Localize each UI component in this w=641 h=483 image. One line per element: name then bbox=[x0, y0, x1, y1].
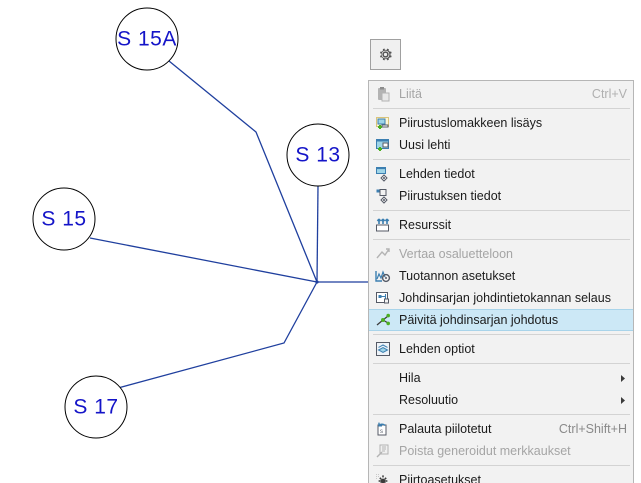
update-harness-wiring-icon bbox=[373, 311, 393, 329]
menu-item-label: Tuotannon asetukset bbox=[399, 269, 516, 283]
menu-item-vertaa-osaluetteloon: Vertaa osaluetteloon bbox=[369, 243, 633, 265]
menu-item-piirustuksen-tiedot[interactable]: Piirustuksen tiedot bbox=[369, 185, 633, 207]
node-s15a[interactable]: S 15A bbox=[115, 7, 179, 71]
chevron-right-icon bbox=[619, 396, 627, 405]
menu-item-tuotannon-asetukset[interactable]: Tuotannon asetukset bbox=[369, 265, 633, 287]
connection-line[interactable] bbox=[117, 281, 318, 389]
production-settings-icon bbox=[373, 267, 393, 285]
menu-item-liitä: Liitä Ctrl+V bbox=[369, 83, 633, 105]
menu-item-poista-generoidut-merkkaukset: Poista generoidut merkkaukset bbox=[369, 440, 633, 462]
menu-separator bbox=[373, 334, 630, 335]
menu-item-label: Vertaa osaluetteloon bbox=[399, 247, 513, 261]
menu-separator bbox=[373, 159, 630, 160]
menu-item-hila[interactable]: Hila bbox=[369, 367, 633, 389]
resources-icon bbox=[373, 216, 393, 234]
junction-point[interactable] bbox=[315, 280, 319, 284]
menu-item-label: Palauta piilotetut bbox=[399, 422, 492, 436]
menu-item-label: Piirtoasetukset bbox=[399, 473, 481, 483]
gear-icon bbox=[379, 48, 392, 61]
menu-item-label: Päivitä johdinsarjan johdotus bbox=[399, 313, 559, 327]
menu-item-label: Lehden tiedot bbox=[399, 167, 475, 181]
menu-item-piirustuslomakkeen-lisäys[interactable]: Piirustuslomakkeen lisäys bbox=[369, 112, 633, 134]
chevron-right-icon bbox=[619, 374, 627, 383]
menu-item-päivitä-johdinsarjan-johdotus[interactable]: Päivitä johdinsarjan johdotus bbox=[369, 309, 633, 331]
node-s17[interactable]: S 17 bbox=[64, 375, 128, 439]
menu-item-johdinsarjan-johdintietokannan-selaus[interactable]: Johdinsarjan johdintietokannan selaus bbox=[369, 287, 633, 309]
paste-icon bbox=[373, 85, 393, 103]
menu-item-piirtoasetukset[interactable]: Piirtoasetukset bbox=[369, 469, 633, 483]
menu-item-label: Piirustuksen tiedot bbox=[399, 189, 502, 203]
node-label: S 17 bbox=[73, 396, 118, 419]
node-circle bbox=[115, 7, 179, 71]
menu-separator bbox=[373, 414, 630, 415]
settings-gear-button[interactable] bbox=[370, 39, 401, 70]
menu-item-shortcut: Ctrl+V bbox=[591, 87, 627, 101]
new-sheet-icon bbox=[373, 136, 393, 154]
compare-partlist-icon bbox=[373, 245, 393, 263]
menu-separator bbox=[373, 465, 630, 466]
svg-text:s: s bbox=[380, 429, 383, 435]
menu-item-label: Lehden optiot bbox=[399, 342, 475, 356]
connection-line[interactable] bbox=[316, 185, 319, 283]
menu-item-palauta-piilotetut[interactable]: s Palauta piilotetut Ctrl+Shift+H bbox=[369, 418, 633, 440]
sheet-options-icon bbox=[373, 340, 393, 358]
menu-item-resurssit[interactable]: Resurssit bbox=[369, 214, 633, 236]
menu-separator bbox=[373, 363, 630, 364]
menu-item-lehden-optiot[interactable]: Lehden optiot bbox=[369, 338, 633, 360]
node-label: S 13 bbox=[295, 144, 340, 167]
connection-line[interactable] bbox=[168, 60, 318, 283]
menu-item-uusi-lehti[interactable]: Uusi lehti bbox=[369, 134, 633, 156]
node-circle bbox=[286, 123, 350, 187]
menu-item-label: Uusi lehti bbox=[399, 138, 451, 152]
connection-line[interactable] bbox=[89, 237, 318, 283]
menu-item-shortcut: Ctrl+Shift+H bbox=[558, 422, 627, 436]
menu-item-label: Piirustuslomakkeen lisäys bbox=[399, 116, 543, 130]
menu-item-label: Liitä bbox=[399, 87, 422, 101]
node-label: S 15 bbox=[41, 208, 86, 231]
menu-item-label: Johdinsarjan johdintietokannan selaus bbox=[399, 291, 611, 305]
draw-settings-icon bbox=[373, 471, 393, 483]
menu-item-resoluutio[interactable]: Resoluutio bbox=[369, 389, 633, 411]
sheet-properties-icon bbox=[373, 165, 393, 183]
restore-hidden-icon: s bbox=[373, 420, 393, 438]
menu-separator bbox=[373, 239, 630, 240]
node-s13[interactable]: S 13 bbox=[286, 123, 350, 187]
menu-separator bbox=[373, 210, 630, 211]
menu-item-label: Hila bbox=[399, 371, 421, 385]
node-circle bbox=[32, 187, 96, 251]
add-drawing-form-icon bbox=[373, 114, 393, 132]
wire-database-browse-icon bbox=[373, 289, 393, 307]
node-circle bbox=[64, 375, 128, 439]
menu-item-label: Poista generoidut merkkaukset bbox=[399, 444, 571, 458]
remove-generated-marks-icon bbox=[373, 442, 393, 460]
menu-separator bbox=[373, 108, 630, 109]
drawing-properties-icon bbox=[373, 187, 393, 205]
menu-item-label: Resurssit bbox=[399, 218, 452, 232]
menu-item-label: Resoluutio bbox=[399, 393, 459, 407]
node-label: S 15A bbox=[117, 28, 177, 51]
node-s15[interactable]: S 15 bbox=[32, 187, 96, 251]
menu-item-lehden-tiedot[interactable]: Lehden tiedot bbox=[369, 163, 633, 185]
